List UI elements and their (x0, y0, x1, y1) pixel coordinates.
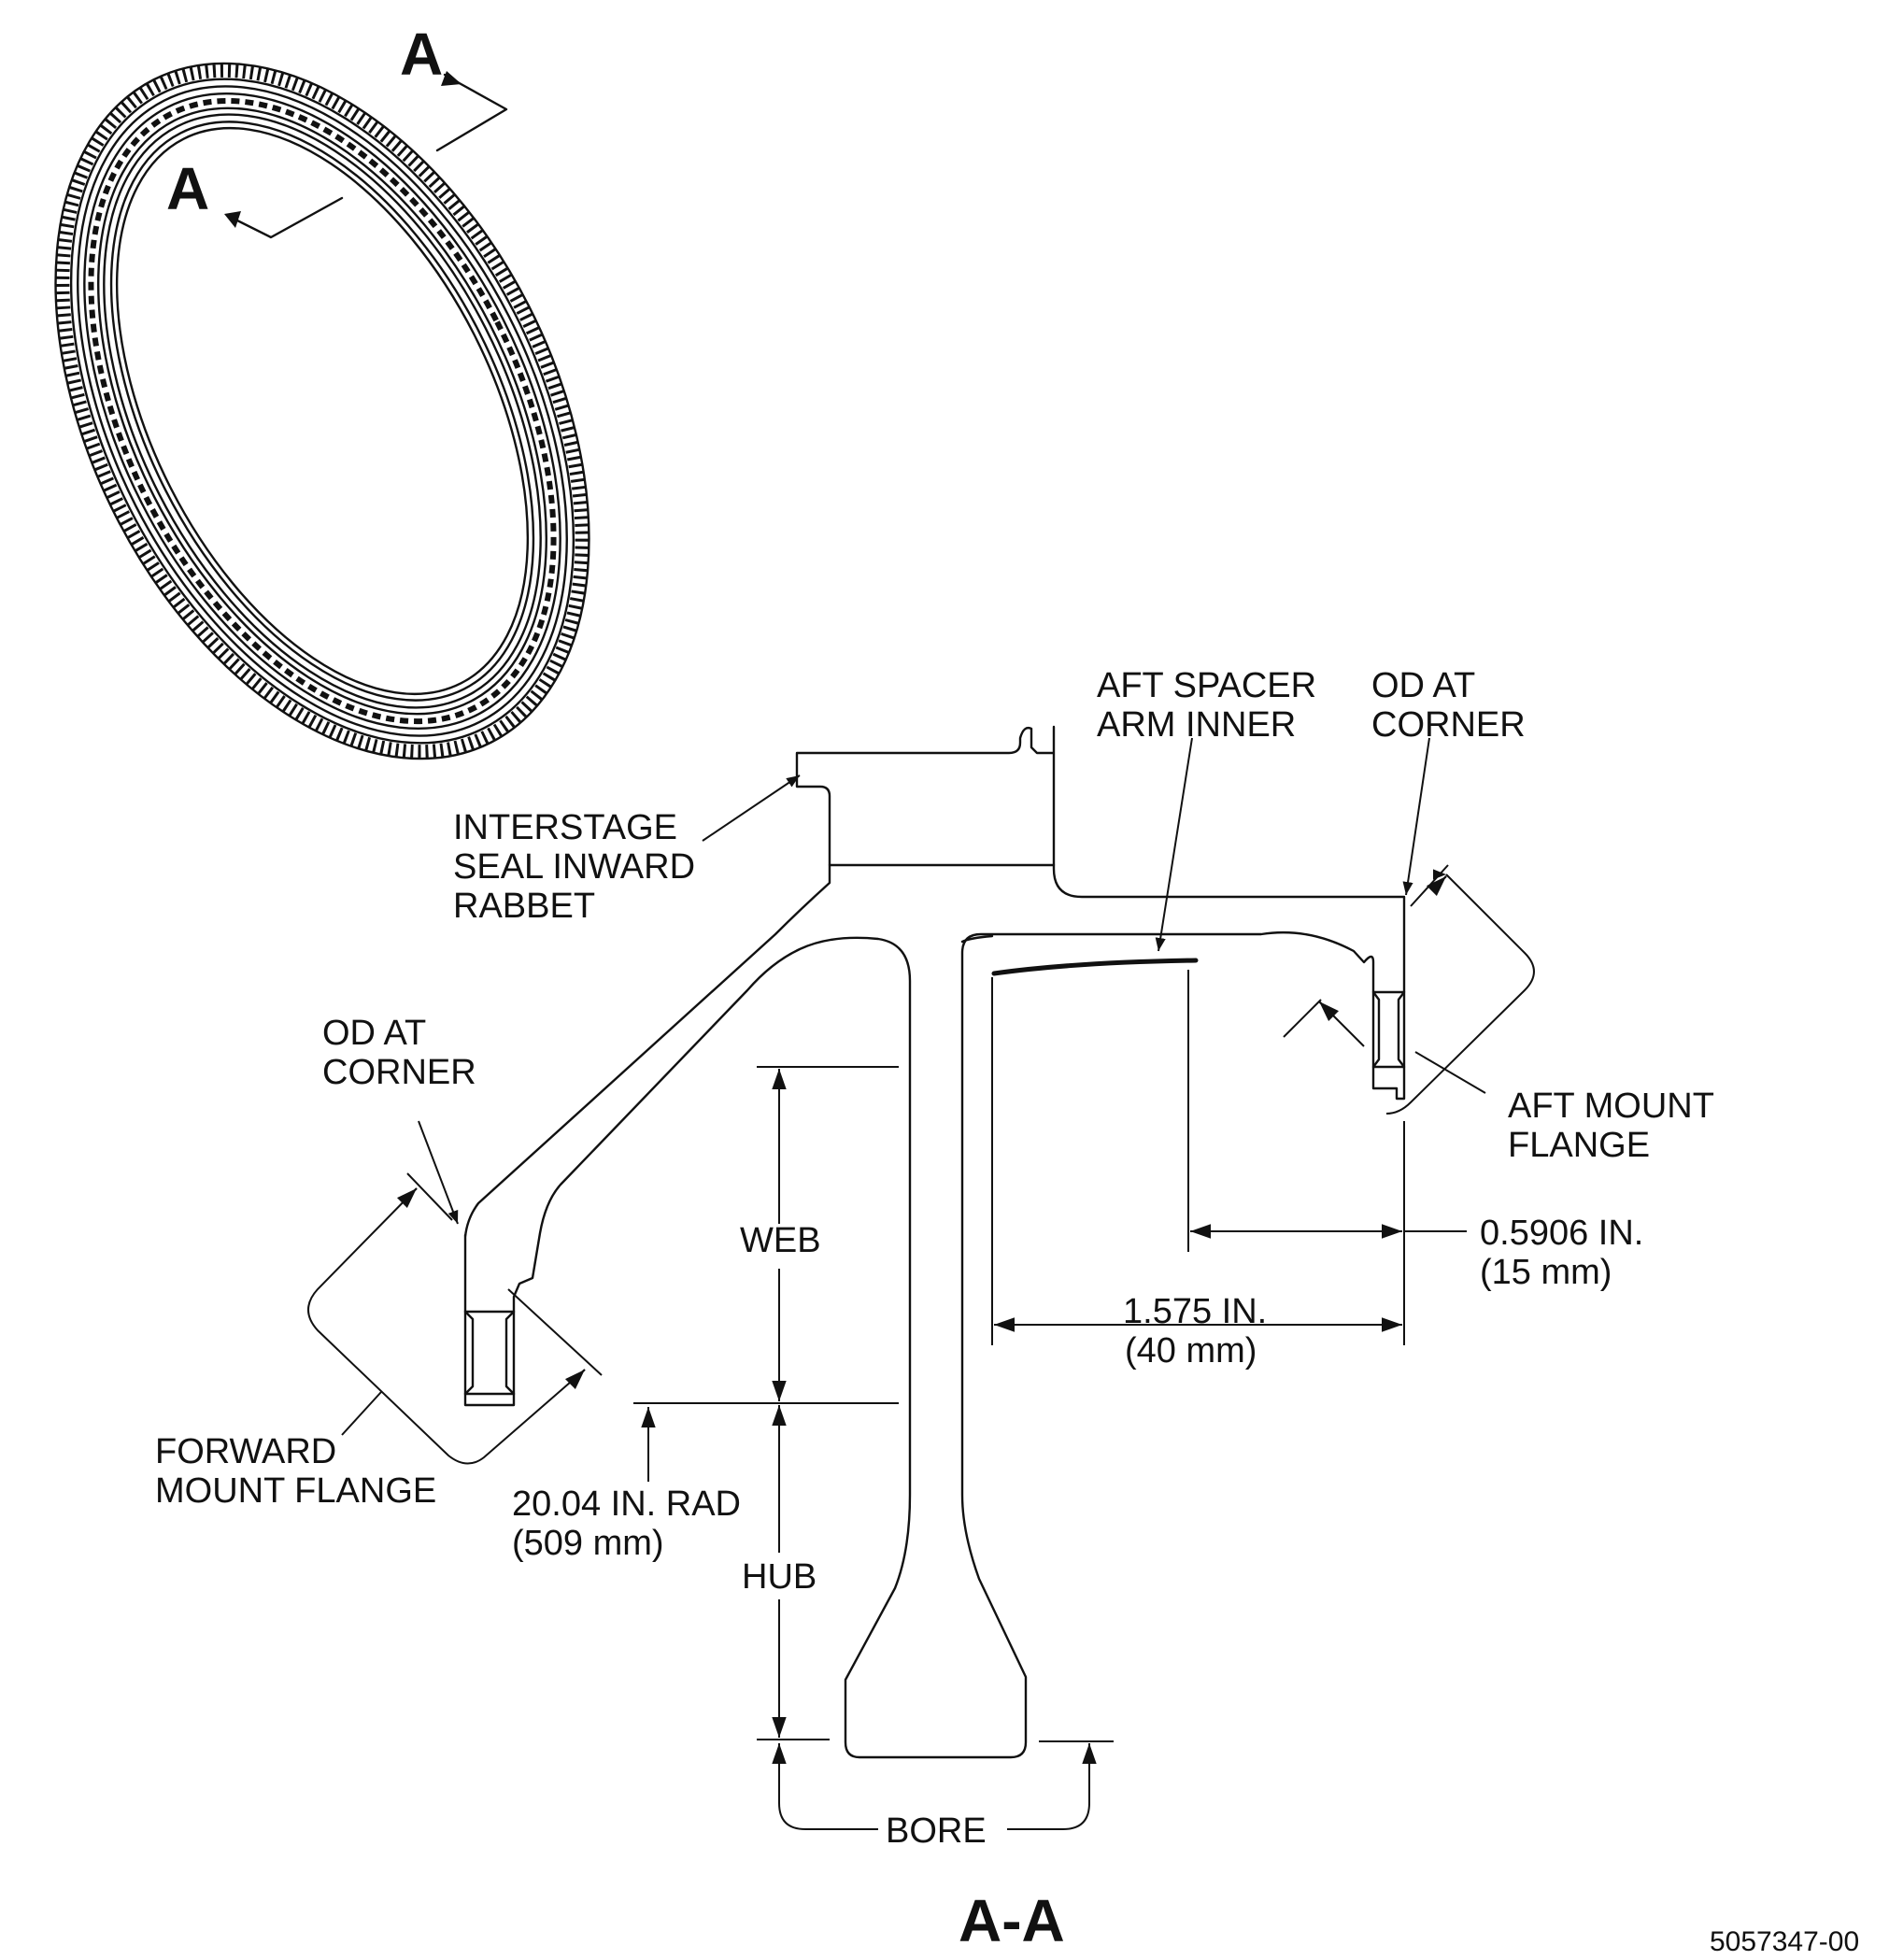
label-fwd-mount-1: FORWARD (155, 1432, 336, 1471)
disk-cross-section (463, 725, 1406, 1759)
label-interstage-3: RABBET (453, 887, 595, 926)
label-od-corner-aft-2: CORNER (1371, 705, 1526, 745)
section-cut-marker-upper: A (400, 21, 508, 152)
section-title: A-A (959, 1887, 1065, 1954)
drawing-number: 5057347-00 (1710, 1926, 1859, 1957)
label-hub: HUB (742, 1557, 817, 1597)
label-bore: BORE (886, 1811, 987, 1851)
dim-arm-length-mm: (40 mm) (1125, 1331, 1257, 1371)
dim-aft-offset-mm: (15 mm) (1480, 1253, 1612, 1292)
label-od-corner-aft-1: OD AT (1371, 666, 1475, 705)
label-web: WEB (740, 1221, 821, 1260)
label-aft-mount-1: AFT MOUNT (1508, 1087, 1714, 1126)
label-fwd-mount-2: MOUNT FLANGE (155, 1471, 436, 1511)
label-aft-spacer-2: ARM INNER (1097, 705, 1296, 745)
label-aft-spacer-1: AFT SPACER (1097, 666, 1316, 705)
label-od-corner-fwd-1: OD AT (322, 1014, 426, 1053)
dimension-lines (307, 737, 1535, 1830)
dim-radius-in: 20.04 IN. RAD (512, 1484, 741, 1524)
label-aft-mount-2: FLANGE (1508, 1126, 1650, 1165)
dim-arm-length-in: 1.575 IN. (1123, 1292, 1267, 1331)
section-cut-marker-lower: A (166, 155, 344, 239)
dim-radius-mm: (509 mm) (512, 1524, 664, 1563)
label-interstage-2: SEAL INWARD (453, 847, 695, 887)
section-letter-upper: A (400, 21, 443, 88)
section-letter-lower: A (166, 155, 209, 222)
label-od-corner-fwd-2: CORNER (322, 1053, 476, 1092)
ring-isometric-view (54, 62, 590, 760)
callout-labels: INTERSTAGE SEAL INWARD RABBET AFT SPACER… (155, 666, 1859, 1957)
dim-aft-offset-in: 0.5906 IN. (1480, 1214, 1643, 1253)
label-interstage-1: INTERSTAGE (453, 808, 677, 847)
